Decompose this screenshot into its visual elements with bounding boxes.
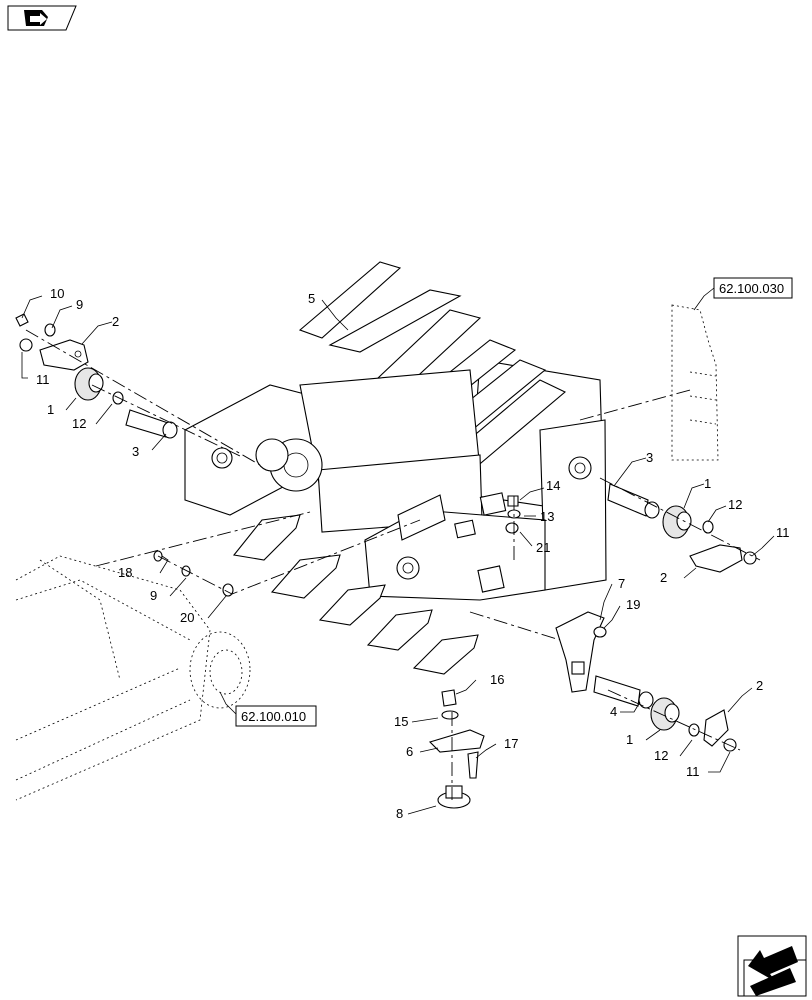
callout-1: 1 (626, 732, 633, 747)
callout-2: 2 (660, 570, 667, 585)
callout-11: 11 (686, 764, 700, 779)
callout-15: 15 (394, 714, 408, 729)
next-page-arrow-icon (748, 946, 798, 996)
callout-12: 12 (654, 748, 668, 763)
latch-hardware (153, 495, 607, 809)
callout-7: 7 (618, 576, 625, 591)
centre-lines (25, 329, 761, 800)
chassis-frame-outline (15, 555, 251, 801)
reference-bracket-outline (671, 304, 719, 461)
callout-11: 11 (776, 525, 790, 540)
svg-text:62.100.010: 62.100.010 (241, 709, 306, 724)
svg-text:62.100.030: 62.100.030 (719, 281, 784, 296)
callout-9: 9 (76, 297, 83, 312)
main-frame-assembly (184, 261, 607, 675)
book-arrow-icon (24, 10, 48, 26)
leader-lines (21, 287, 775, 815)
callout-19: 19 (626, 597, 640, 612)
callout-18: 18 (118, 565, 132, 580)
callout-6: 6 (406, 744, 413, 759)
callout-12: 12 (72, 416, 86, 431)
callout-8: 8 (396, 806, 403, 821)
callout-4: 4 (610, 704, 617, 719)
callout-5: 5 (308, 291, 315, 306)
left-bearing-group (15, 313, 178, 439)
callout-11: 11 (36, 372, 50, 387)
callout-9: 9 (150, 588, 157, 603)
right-lower-bearing-group (593, 675, 737, 752)
top-navigation-button[interactable] (7, 5, 77, 31)
reference-62-100-030[interactable]: 62.100.030 (713, 277, 793, 299)
callout-21: 21 (536, 540, 550, 555)
callout-1: 1 (704, 476, 711, 491)
callout-12: 12 (728, 497, 742, 512)
callout-16: 16 (490, 672, 504, 687)
callout-1: 1 (47, 402, 54, 417)
next-page-button[interactable] (737, 935, 807, 997)
callout-13: 13 (540, 509, 554, 524)
callout-3: 3 (646, 450, 653, 465)
callout-17: 17 (504, 736, 518, 751)
callout-20: 20 (180, 610, 194, 625)
callout-14: 14 (546, 478, 560, 493)
callout-3: 3 (132, 444, 139, 459)
reference-62-100-010[interactable]: 62.100.010 (235, 705, 317, 727)
callout-2: 2 (756, 678, 763, 693)
callout-2: 2 (112, 314, 119, 329)
callout-labels: 10 9 2 11 1 12 3 5 3 1 12 11 2 14 13 21 … (36, 286, 790, 821)
callout-10: 10 (50, 286, 64, 301)
